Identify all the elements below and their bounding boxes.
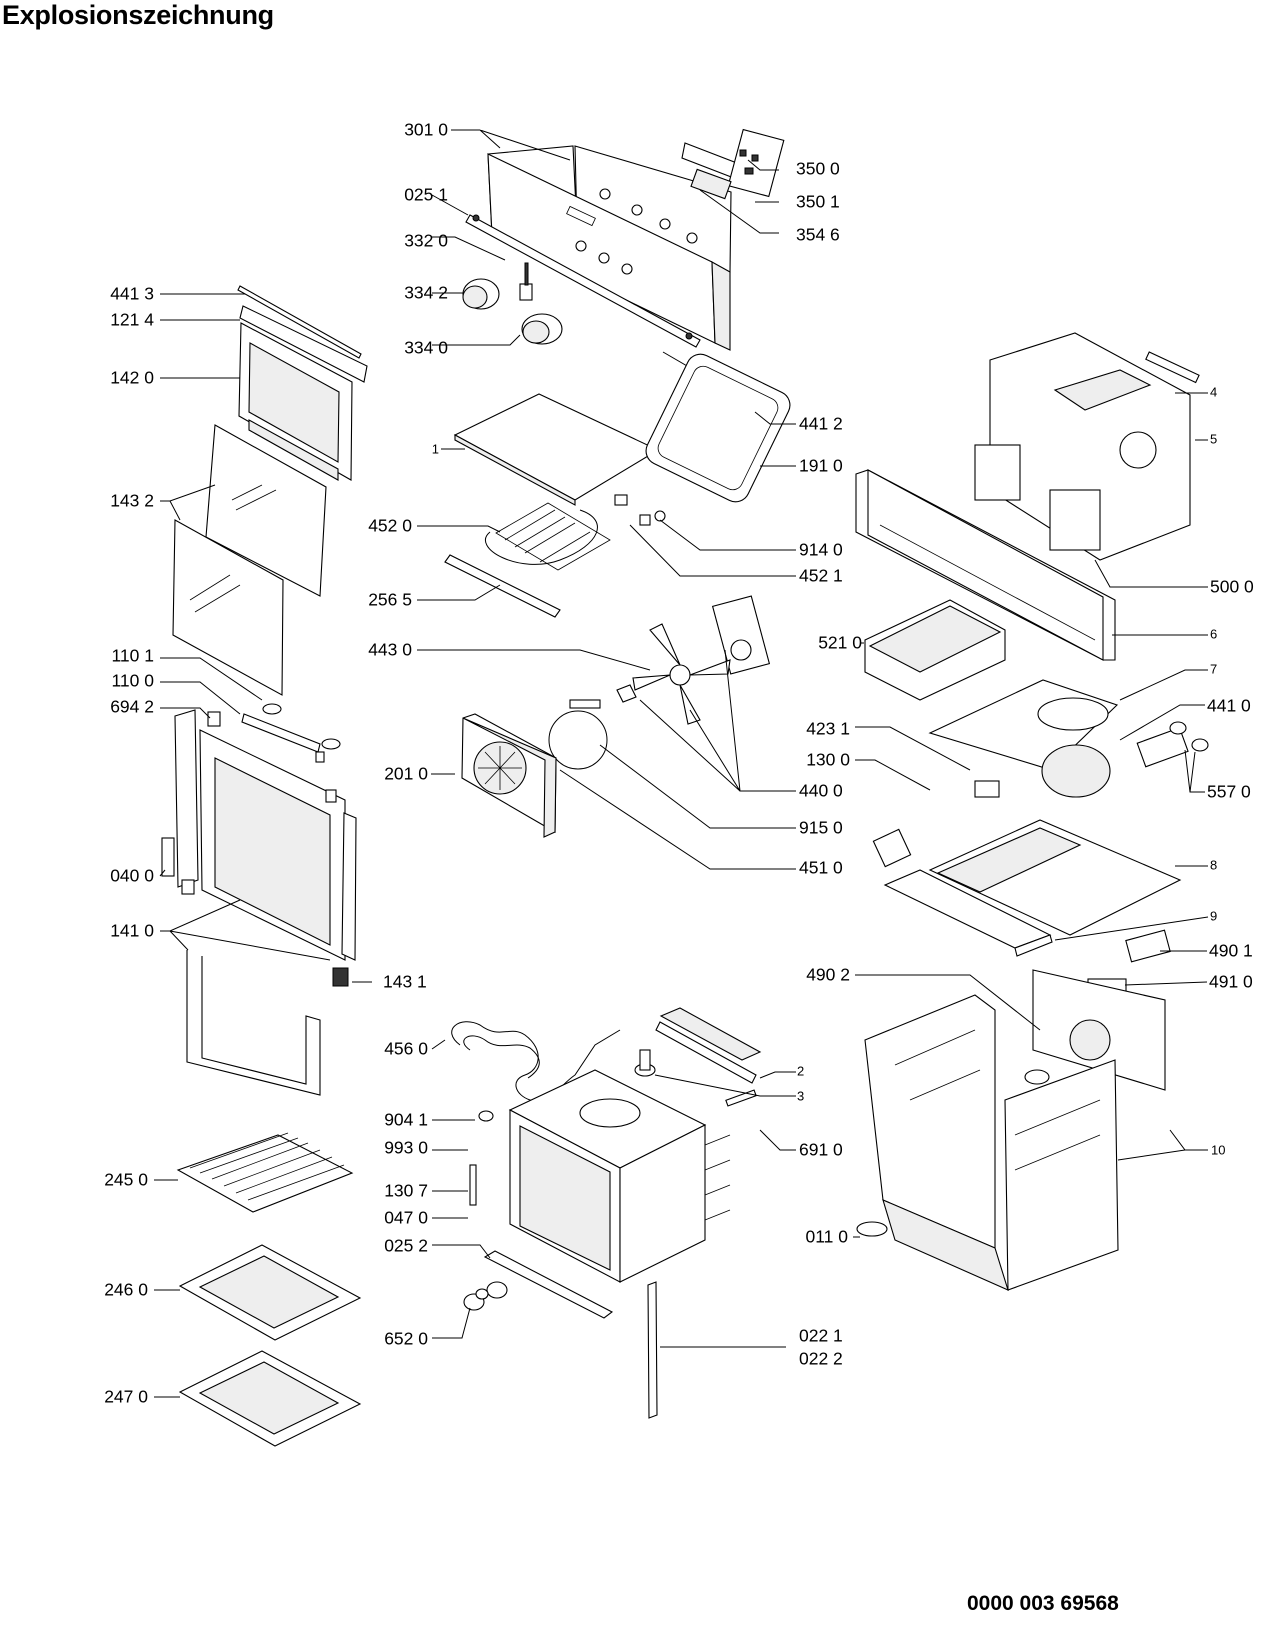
part-label: 301 0 — [404, 119, 448, 140]
oven-cavity-group — [451, 1007, 762, 1419]
part-label: 025 2 — [384, 1235, 428, 1256]
part-label: 491 0 — [1209, 971, 1253, 992]
door-group — [161, 285, 368, 1096]
part-label: 423 1 — [806, 718, 850, 739]
part-label: 334 2 — [404, 282, 448, 303]
part-label: 443 0 — [368, 639, 412, 660]
control-panel-group — [462, 128, 785, 351]
part-label: 143 1 — [383, 971, 427, 992]
part-label: 557 0 — [1207, 781, 1251, 802]
part-label: 440 0 — [799, 780, 843, 801]
part-label: 904 1 — [384, 1109, 428, 1130]
part-label: 3 — [797, 1088, 805, 1104]
part-label: 354 6 — [796, 224, 840, 245]
part-label: 110 0 — [111, 670, 155, 691]
part-label: 130 0 — [806, 749, 850, 770]
part-label: 7 — [1210, 661, 1218, 677]
part-label: 521 0 — [818, 632, 862, 653]
part-label: 142 0 — [110, 367, 154, 388]
part-label: 247 0 — [104, 1386, 148, 1407]
part-label: 1 — [431, 441, 439, 457]
part-label: 490 2 — [806, 964, 850, 985]
part-label: 915 0 — [799, 817, 843, 838]
part-label: 451 0 — [799, 857, 843, 878]
part-label: 914 0 — [799, 539, 843, 560]
part-label: 4 — [1210, 384, 1218, 400]
part-label: 334 0 — [404, 337, 448, 358]
part-label: 456 0 — [384, 1038, 428, 1059]
part-label: 350 1 — [796, 191, 840, 212]
part-label: 332 0 — [404, 230, 448, 251]
racks-and-trays — [176, 1132, 362, 1447]
part-label: 6 — [1210, 626, 1218, 642]
part-label: 441 0 — [1207, 695, 1251, 716]
part-label: 011 0 — [805, 1226, 849, 1247]
part-label: 490 1 — [1209, 940, 1253, 961]
part-label: 191 0 — [799, 455, 843, 476]
part-label: 452 1 — [799, 565, 843, 586]
part-label: 350 0 — [796, 158, 840, 179]
fan-group — [461, 595, 771, 838]
part-label: 201 0 — [384, 763, 428, 784]
part-label: 694 2 — [110, 696, 154, 717]
part-label: 441 3 — [110, 283, 154, 304]
part-label: 025 1 — [404, 184, 448, 205]
page-title: Explosionszeichnung — [2, 0, 274, 30]
part-label: 441 2 — [799, 413, 843, 434]
part-label: 110 1 — [111, 645, 155, 666]
casing-group — [855, 332, 1209, 1291]
part-label: 256 5 — [368, 589, 412, 610]
leader-lines — [154, 129, 1209, 1398]
part-label: 8 — [1210, 857, 1218, 873]
part-label: 143 2 — [110, 490, 154, 511]
part-label: 246 0 — [104, 1279, 148, 1300]
part-label: 040 0 — [110, 865, 154, 886]
part-label: 141 0 — [110, 920, 154, 941]
part-label: 022 1 — [799, 1325, 843, 1346]
part-label: 652 0 — [384, 1328, 428, 1349]
part-label: 121 4 — [110, 309, 154, 330]
part-label: 452 0 — [368, 515, 412, 536]
part-label: 9 — [1210, 908, 1218, 924]
top-plate-heater-group — [444, 351, 791, 618]
part-label: 500 0 — [1210, 576, 1254, 597]
document-number: 0000 003 69568 — [967, 1592, 1119, 1615]
part-label: 130 7 — [384, 1180, 428, 1201]
part-label: 245 0 — [104, 1169, 148, 1190]
part-label: 047 0 — [384, 1207, 428, 1228]
part-label: 10 — [1211, 1142, 1226, 1158]
part-label: 5 — [1210, 431, 1218, 447]
part-label: 993 0 — [384, 1137, 428, 1158]
part-label: 022 2 — [799, 1348, 843, 1369]
part-label: 691 0 — [799, 1139, 843, 1160]
part-label: 2 — [797, 1063, 805, 1079]
